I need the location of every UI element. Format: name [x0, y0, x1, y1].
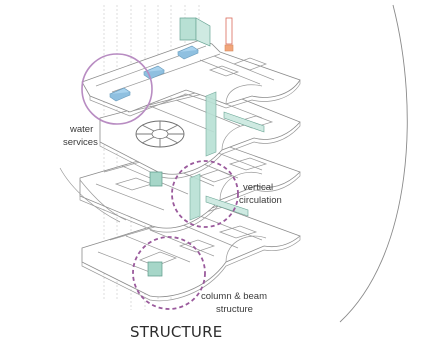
roof-slab — [81, 39, 301, 117]
column-beam-circle — [132, 236, 206, 310]
page-edge-arc — [339, 4, 408, 323]
label-circulation: circulation — [239, 195, 282, 206]
label-services: services — [63, 137, 98, 148]
floor-slab-level-1 — [81, 204, 301, 302]
label-column-beam: column & beam — [201, 291, 268, 302]
label-structure: structure — [216, 304, 253, 315]
label-vertical: vertical — [243, 182, 274, 193]
circulation-cores — [147, 17, 265, 277]
water-services-circle — [81, 53, 153, 125]
floor-slab-level-3 — [99, 85, 301, 179]
page-title: STRUCTURE — [130, 323, 223, 341]
label-water: water — [70, 124, 94, 135]
roof-vent — [224, 17, 234, 52]
vertical-circulation-circle — [171, 160, 239, 228]
